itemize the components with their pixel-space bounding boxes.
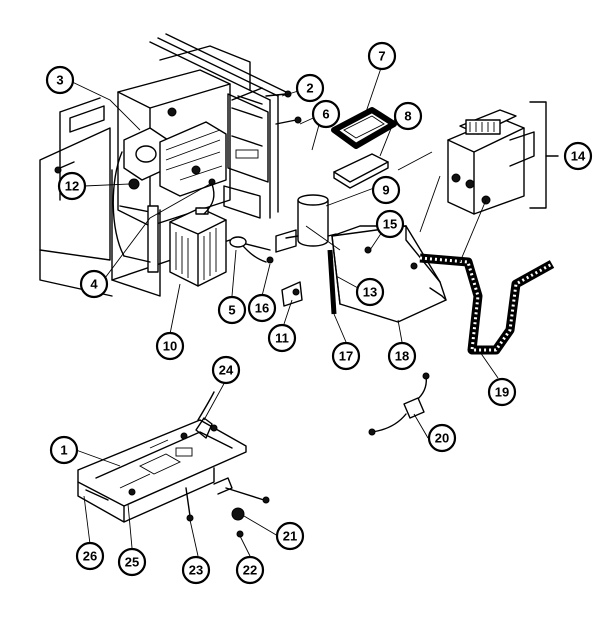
svg-text:10: 10 bbox=[163, 339, 177, 354]
capacitor-part-9 bbox=[285, 194, 337, 247]
callout-26: 26 bbox=[75, 541, 105, 571]
callout-3: 3 bbox=[45, 65, 75, 95]
callout-1: 1 bbox=[49, 435, 79, 465]
callout-21: 21 bbox=[275, 521, 305, 551]
callout-17: 17 bbox=[331, 341, 361, 371]
gasket-part-7 bbox=[331, 107, 397, 149]
bracket-part-18 bbox=[327, 225, 447, 323]
connector-part-20 bbox=[368, 372, 430, 436]
svg-text:1: 1 bbox=[60, 443, 67, 458]
callout-15: 15 bbox=[375, 209, 405, 239]
svg-text:11: 11 bbox=[275, 331, 289, 346]
callout-7: 7 bbox=[367, 41, 397, 71]
svg-text:9: 9 bbox=[382, 183, 389, 198]
svg-text:21: 21 bbox=[283, 529, 297, 544]
transformer-part-14 bbox=[447, 101, 559, 215]
callout-22: 22 bbox=[235, 555, 265, 585]
callout-14: 14 bbox=[563, 141, 593, 171]
callout-23: 23 bbox=[181, 555, 211, 585]
svg-text:23: 23 bbox=[189, 563, 203, 578]
base-assembly-part-1 bbox=[77, 391, 270, 538]
callout-13: 13 bbox=[355, 277, 385, 307]
chassis-drawing bbox=[39, 33, 303, 307]
svg-text:4: 4 bbox=[90, 277, 98, 292]
svg-text:17: 17 bbox=[339, 349, 353, 364]
svg-text:18: 18 bbox=[395, 349, 409, 364]
svg-text:8: 8 bbox=[404, 109, 411, 124]
svg-text:2: 2 bbox=[306, 81, 313, 96]
callout-24: 24 bbox=[211, 355, 241, 385]
callout-20: 20 bbox=[427, 423, 457, 453]
callout-9: 9 bbox=[371, 175, 401, 205]
svg-text:12: 12 bbox=[65, 179, 79, 194]
callout-11: 11 bbox=[267, 323, 297, 353]
svg-text:14: 14 bbox=[571, 149, 586, 164]
leader-lines bbox=[67, 67, 499, 557]
svg-text:24: 24 bbox=[219, 363, 234, 378]
svg-text:25: 25 bbox=[125, 555, 139, 570]
svg-text:20: 20 bbox=[435, 431, 449, 446]
callout-8: 8 bbox=[393, 101, 423, 131]
callout-16: 16 bbox=[247, 293, 277, 323]
svg-text:7: 7 bbox=[378, 49, 385, 64]
callout-10: 10 bbox=[155, 331, 185, 361]
svg-text:13: 13 bbox=[363, 285, 377, 300]
svg-text:6: 6 bbox=[322, 107, 329, 122]
svg-text:22: 22 bbox=[243, 563, 257, 578]
svg-text:26: 26 bbox=[83, 549, 97, 564]
callout-19: 19 bbox=[487, 377, 517, 407]
callout-2: 2 bbox=[295, 73, 325, 103]
duct-part-19 bbox=[419, 253, 555, 355]
svg-text:16: 16 bbox=[255, 301, 269, 316]
callout-25: 25 bbox=[117, 547, 147, 577]
svg-text:5: 5 bbox=[228, 303, 235, 318]
svg-text:19: 19 bbox=[495, 385, 509, 400]
callout-6: 6 bbox=[311, 99, 341, 129]
callout-4: 4 bbox=[79, 269, 109, 299]
plate-part-8 bbox=[333, 153, 389, 189]
svg-text:3: 3 bbox=[56, 73, 63, 88]
callout-5: 5 bbox=[217, 295, 247, 325]
callout-12: 12 bbox=[57, 171, 87, 201]
callout-18: 18 bbox=[387, 341, 417, 371]
svg-text:15: 15 bbox=[383, 217, 397, 232]
